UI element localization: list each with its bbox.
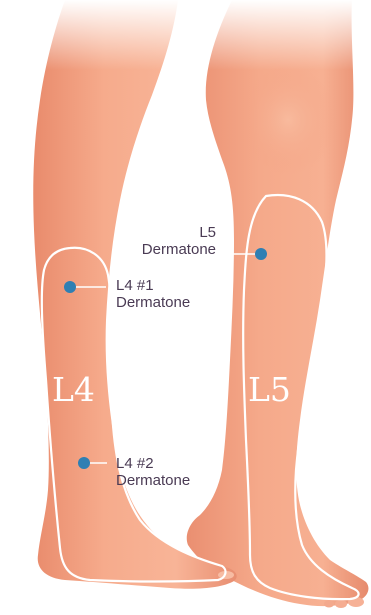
l5-dermatone-label-line1: L5 [142,224,216,241]
l4-2-dermatone-label: L4 #2 Dermatone [116,455,190,489]
l4-1-marker [64,281,76,293]
top-fade [0,0,371,70]
right-leg [187,0,369,608]
l4-2-marker [78,457,90,469]
l4-2-dermatone-label-line2: Dermatone [116,472,190,489]
l4-2-dermatone-label-line1: L4 #2 [116,455,190,472]
l5-dermatone-label: L5 Dermatone [142,224,216,258]
l5-zone-label: L5 [248,370,291,409]
l4-1-dermatone-label-line1: L4 #1 [116,277,190,294]
l5-marker [255,248,267,260]
l4-1-dermatone-label-line2: Dermatone [116,294,190,311]
l4-1-dermatone-label: L4 #1 Dermatone [116,277,190,311]
l5-dermatone-label-line2: Dermatone [142,241,216,258]
l4-zone-label: L4 [52,370,95,409]
